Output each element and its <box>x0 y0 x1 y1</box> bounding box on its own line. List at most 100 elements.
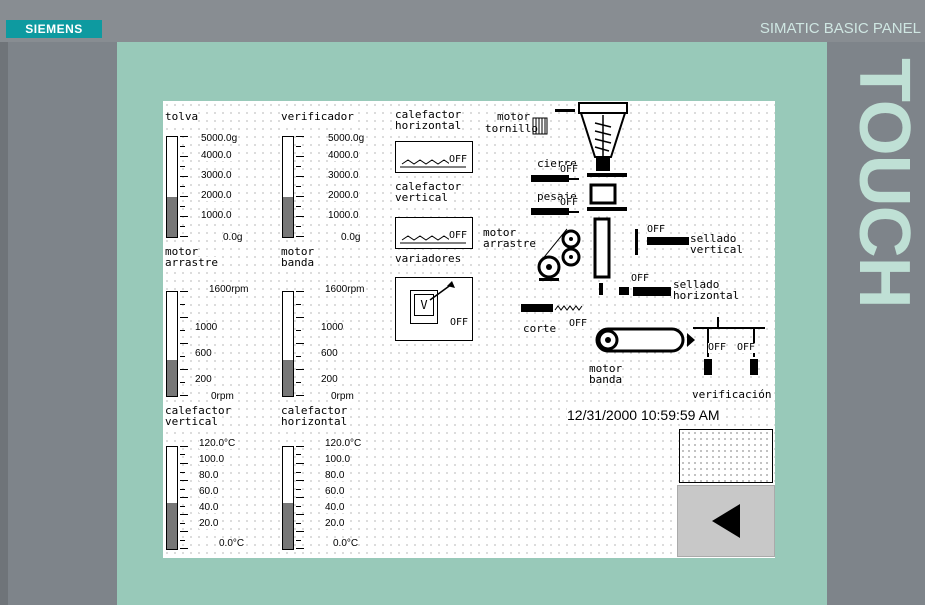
hopper-top-icon <box>578 102 628 114</box>
conveyor-belt-icon <box>595 327 685 353</box>
sellado-horizontal-actuator-icon <box>633 287 671 296</box>
gauge-tick <box>180 369 188 370</box>
gauge-label-calefactor-vertical-2: vertical <box>165 415 218 428</box>
gauge-tick <box>296 186 301 187</box>
motor-banda-label-2: banda <box>589 373 623 386</box>
scale-calv-1: 100.0 <box>199 454 225 465</box>
gauge-tick <box>296 206 301 207</box>
sellado-vertical-state[interactable]: OFF <box>647 224 666 235</box>
gauge-bar-calefactor-horizontal <box>282 446 294 550</box>
gauge-tick <box>180 522 185 524</box>
gauge-tick <box>180 539 185 541</box>
gauge-tick <box>296 462 304 464</box>
gauge-tick <box>296 236 304 237</box>
gauge-label-motor-arrastre-1: motor <box>165 245 199 258</box>
back-button[interactable] <box>677 485 775 557</box>
pesaje-plate-icon <box>587 207 627 211</box>
gauge-tick <box>296 539 301 541</box>
gauge-bar-calefactor-vertical <box>166 446 178 550</box>
sellado-vertical-label-1: sellado <box>690 232 737 245</box>
drives-box[interactable]: V OFF <box>395 277 473 341</box>
gauge-tick <box>180 166 185 167</box>
gauge-tick <box>296 343 304 344</box>
gauge-tick <box>180 454 185 456</box>
scale-calh-2: 80.0 <box>325 470 345 481</box>
gauge-tick <box>296 513 304 515</box>
gauge-tick <box>296 136 304 137</box>
scale-banda-3: 200 <box>321 374 338 385</box>
gauge-fill-motor-banda <box>283 359 293 396</box>
drives-label: variadores <box>395 252 462 265</box>
scale-verificador-3: 2000.0 <box>328 190 359 201</box>
heater-horizontal-box[interactable]: OFF <box>395 141 473 173</box>
scale-banda-1: 1000 <box>321 322 344 333</box>
motor-tornillo-shaft-icon <box>555 109 575 112</box>
scale-calh-4: 40.0 <box>325 502 345 513</box>
verificacion-state-1[interactable]: OFF <box>708 342 727 353</box>
gauge-label-tolva: tolva <box>165 110 199 123</box>
gauge-tick <box>180 497 188 498</box>
gauge-tick <box>296 196 304 197</box>
gauge-label-calefactor-horizontal-2: horizontal <box>281 415 348 428</box>
gauge-tick <box>180 548 188 549</box>
motor-banda-label-1: motor <box>589 362 623 375</box>
sellado-vertical-label-2: vertical <box>690 243 743 256</box>
gauge-tick <box>180 304 185 305</box>
siemens-logo: SIEMENS <box>6 20 102 38</box>
scale-calv-6: 0.0°C <box>219 538 245 549</box>
scale-tolva-2: 3000.0 <box>201 170 232 181</box>
pesaje-box-icon <box>589 183 617 205</box>
gauge-label-verificador: verificador <box>281 110 354 123</box>
cierre-label: cierre <box>537 157 577 170</box>
gauge-bar-motor-arrastre <box>166 291 178 397</box>
gauge-tick <box>296 317 304 318</box>
gauge-label-calefactor-vertical-1: calefactor <box>165 404 232 417</box>
gauge-label-calefactor-horizontal-1: calefactor <box>281 404 348 417</box>
gauge-tick <box>180 330 185 331</box>
scale-tolva-3: 2000.0 <box>201 190 232 201</box>
left-triangle-icon <box>712 504 740 538</box>
verificacion-rail-icon <box>693 327 765 329</box>
forming-tube-icon <box>593 217 611 279</box>
heater-vertical-label-2: vertical <box>395 191 448 204</box>
gauge-label-motor-banda-2: banda <box>281 256 315 269</box>
verificacion-sensor-1-icon <box>704 359 712 375</box>
gauge-tick <box>296 369 304 370</box>
scale-tolva-5: 0.0g <box>223 232 243 243</box>
heater-wave-icon <box>400 235 466 244</box>
scale-calh-1: 100.0 <box>325 454 351 465</box>
scale-calh-0: 120.0°C <box>325 438 362 449</box>
gauge-tick <box>180 176 188 177</box>
scale-calh-6: 0.0°C <box>333 538 359 549</box>
hopper-screw-thread-icon <box>594 122 612 152</box>
scale-arrastre-2: 600 <box>195 348 212 359</box>
cierre-state[interactable]: OFF <box>560 164 579 175</box>
gauge-ticks-motor-arrastre <box>180 291 188 396</box>
corte-actuator-icon <box>521 304 553 312</box>
motor-arrastre-label-1: motor <box>483 226 517 239</box>
pesaje-label: pesaje <box>537 190 577 203</box>
scale-arrastre-1: 1000 <box>195 322 218 333</box>
verificacion-state-2[interactable]: OFF <box>737 342 756 353</box>
sellado-horizontal-state[interactable]: OFF <box>631 273 650 284</box>
gauge-tick <box>296 471 301 473</box>
pesaje-state[interactable]: OFF <box>560 197 579 208</box>
gauge-tick <box>180 136 188 137</box>
gauge-tick <box>180 471 185 473</box>
verificacion-label: verificación <box>692 388 772 401</box>
heater-vertical-box[interactable]: OFF <box>395 217 473 249</box>
gauge-fill-tolva <box>167 197 177 237</box>
gauge-tick <box>296 505 301 507</box>
gauge-tick <box>296 166 301 167</box>
hmi-screen[interactable]: tolva 5000.0g 4000.0 3000.0 2000.0 1000.… <box>163 101 775 558</box>
scale-tolva-1: 4000.0 <box>201 150 232 161</box>
drive-v-symbol: V <box>414 294 434 316</box>
gauge-tick <box>296 176 304 177</box>
device-top-band <box>0 0 925 42</box>
cierre-plate-icon <box>587 173 627 177</box>
corte-state[interactable]: OFF <box>569 318 588 329</box>
gauge-tick <box>180 488 185 490</box>
heater-horizontal-label-1: calefactor <box>395 108 462 121</box>
gauge-tick <box>180 226 185 227</box>
sellado-horizontal-label-2: horizontal <box>673 289 740 302</box>
